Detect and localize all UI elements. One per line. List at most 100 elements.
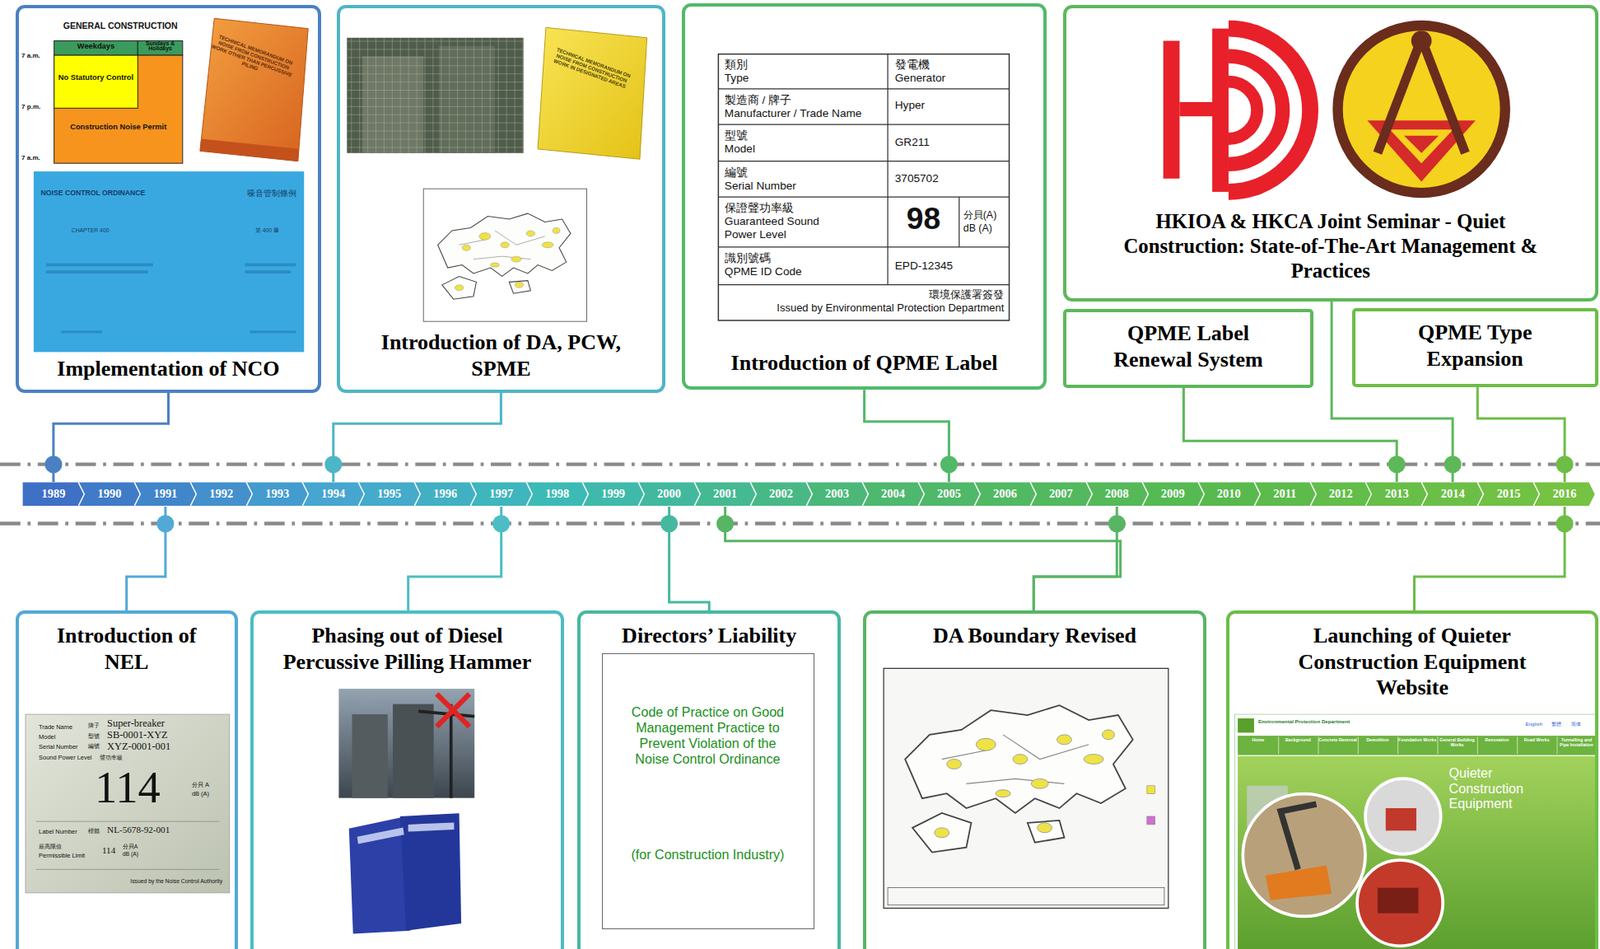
year-chevron: 2013 [1365,481,1428,507]
label: Environmental Protection Department [1258,718,1350,724]
year-chevron: 2016 [1533,481,1596,507]
year-chevron: 1998 [526,481,588,507]
leader-line [1477,387,1565,482]
year-chevron: 1990 [78,481,140,507]
chevron-fill [638,481,700,507]
year-label: 2014 [1427,481,1479,507]
timeline-dot [940,455,958,473]
timeline-dot [1388,455,1406,473]
label: General Building Works [1437,737,1477,747]
label-rule [35,820,220,822]
label: Guaranteed Sound Power Level [724,214,837,241]
leader-line [1033,506,1117,611]
chevron-fill [1533,481,1596,507]
event-box: Introduction of DA, PCW, SPME [336,4,666,393]
chevron-fill [862,481,924,507]
photo-circle [1365,778,1442,854]
event-box: DA Boundary Revised [862,610,1206,949]
hkioa-logo [1163,28,1311,192]
year-label: 1997 [475,481,527,507]
box-title: Implementation of NCO [20,355,317,383]
document-text: (for Construction Industry) [611,846,805,863]
label: CHAPTER 400 [71,227,144,234]
label: Manufacturer / Trade Name [724,107,863,121]
logo-bar [1163,41,1181,179]
timeline-dot [324,455,342,473]
event-box: QPME Label Renewal System [1063,308,1314,388]
label: Type [724,71,750,85]
year-chevron: 2010 [1198,481,1260,507]
year-chevron: 1999 [582,481,644,507]
label: dB (A) [191,790,210,798]
site-logo [1237,718,1255,733]
box-title: HKIOA & HKCA Joint Seminar - Quiet Const… [1100,209,1561,285]
chevron-fill [190,481,252,507]
leader-line [1183,387,1397,482]
timeline-dot [1556,455,1574,473]
fine-print [46,263,154,267]
label: Home [1238,737,1278,743]
label: 環境保護署簽發 [720,289,1004,302]
box-title: Launching of Quieter Construction Equipm… [1279,622,1545,701]
label: Label Number [38,828,78,836]
map-footer [887,887,1165,905]
year-chevron: 2014 [1421,481,1484,507]
year-label: 2015 [1483,481,1535,507]
label: XYZ-0001-001 [107,741,171,752]
book-cover [200,18,308,161]
year-chevron: 1996 [414,481,476,507]
label: Renovation [1477,737,1517,743]
label: 3705702 [895,172,939,186]
label: QPME ID Code [724,265,803,279]
year-chevron: 1991 [134,481,196,507]
year-label: 1994 [308,481,360,507]
map [438,213,571,299]
book-band [357,827,405,845]
label: Foundation Works [1398,737,1437,743]
label: Road Works [1517,737,1557,743]
book-cover [537,27,648,159]
label: 製造商 / 牌子 [724,93,792,108]
leader-line [408,506,502,611]
ordinance-cover [33,171,304,352]
year-label: 1992 [196,481,248,507]
logo-hinge [1411,30,1433,52]
building [352,713,388,798]
label: Construction Noise Permit [55,122,181,132]
schedule-header [137,41,183,56]
year-label: 1989 [28,481,80,507]
label: 分貝 A [191,781,210,789]
fine-print [46,270,149,274]
chevron-fill [1477,481,1540,507]
website-screenshot [1234,713,1598,949]
box-title: Directors’ Liability [587,622,832,649]
label: 分貝A [122,843,139,850]
label: 型號 [724,129,748,143]
label: 分貝(A) [963,209,998,221]
label: 類別 [724,58,748,72]
year-chevron: 2009 [1142,481,1204,507]
document-text: Code of Practice on Good Management Prac… [625,704,789,767]
photo-circle [1242,793,1366,917]
year-chevron: 1994 [302,481,364,507]
chevron-fill [1421,481,1484,507]
label: NOISE CONTROL ORDINANCE [41,189,195,198]
year-chevron: 2001 [694,481,756,507]
timeline-dot [1556,514,1574,532]
year-label: 2007 [1035,481,1087,507]
nav-bar [1237,735,1597,756]
label: TECHNICAL MEMORANDUM ON NOISE FROM CONST… [209,32,299,84]
timeline-dot [716,514,734,532]
leader-line [333,392,502,482]
label: Serial Number [724,179,797,193]
box-title: QPME Label Renewal System [1099,320,1279,373]
label: 牌子 [88,722,100,730]
book-cover [400,812,462,930]
hammer-photo [338,688,475,798]
chevron-fill [694,481,756,507]
year-label: 1990 [84,481,136,507]
year-chevron: 2015 [1477,481,1540,507]
building [392,704,434,798]
